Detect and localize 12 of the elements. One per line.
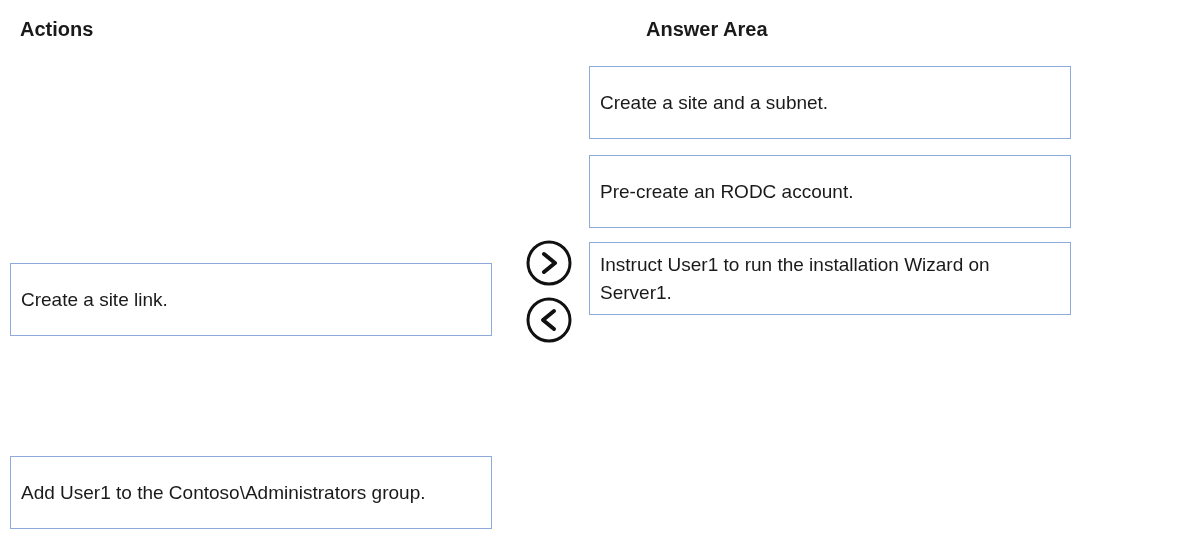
action-text: Add User1 to the Contoso\Administrators group.: [21, 480, 426, 505]
section-heading: Actions: [20, 18, 94, 41]
action-card: [10, 456, 492, 529]
action-card: [10, 263, 492, 336]
answer-card: [589, 242, 1071, 315]
section-heading: Answer Area: [646, 18, 768, 41]
action-text: Create a site link.: [21, 287, 168, 312]
answer-text: Instruct User1 to run the installation Wizard on Server1.: [600, 252, 991, 305]
answer-card: [589, 66, 1071, 139]
answer-text: Create a site and a subnet.: [600, 90, 829, 115]
answer-card: [589, 155, 1071, 228]
answer-text: Pre-create an RODC account.: [600, 179, 854, 204]
